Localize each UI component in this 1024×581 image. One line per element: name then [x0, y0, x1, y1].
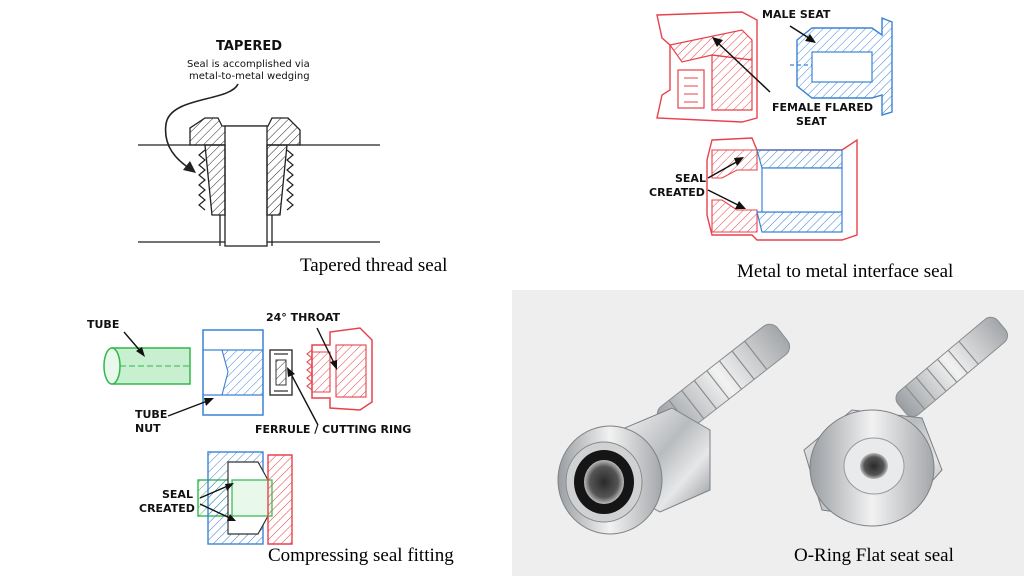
compress-seal-created-label-2: CREATED — [139, 502, 195, 515]
metal-interface-caption: Metal to metal interface seal — [737, 261, 954, 282]
compression-fitting-drawing — [103, 327, 373, 545]
oring-caption: O-Ring Flat seat seal — [794, 545, 954, 566]
throat-label: 24° THROAT — [266, 311, 341, 324]
metal-interface-drawing — [656, 11, 893, 241]
female-flared-seat-label-2: SEAT — [796, 115, 827, 128]
metal-interface-panel: MALE SEAT FEMALE FLARED SEAT SEAL CREATE… — [512, 0, 1024, 290]
oring-fittings-image — [557, 316, 1009, 535]
compression-caption: Compressing seal fitting — [268, 545, 454, 566]
male-seat-label: MALE SEAT — [762, 8, 831, 21]
ferrule-label: FERRULE / CUTTING RING — [255, 423, 412, 436]
tube-label: TUBE — [87, 318, 120, 331]
oring-photo-panel: O-Ring Flat seat seal — [512, 290, 1024, 576]
tapered-thread-drawing — [138, 83, 380, 247]
metal-seal-created-label-2: CREATED — [649, 186, 705, 199]
tapered-note-line-1: Seal is accomplished via — [187, 59, 310, 70]
metal-seal-created-label-1: SEAL — [675, 172, 706, 185]
tube-nut-label-2: NUT — [135, 422, 161, 435]
tapered-thread-panel: TAPERED Seal is accomplished via metal-t… — [0, 0, 512, 290]
tube-nut-label-1: TUBE — [135, 408, 168, 421]
female-fitting-hose-tail — [895, 316, 1009, 417]
female-fitting-bore — [860, 453, 888, 479]
tapered-heading: TAPERED — [216, 39, 283, 54]
compression-fitting-panel: TUBE 24° THROAT TUBE NUT FERRULE / CUTTI… — [0, 290, 512, 576]
tapered-caption: Tapered thread seal — [300, 255, 448, 276]
female-flared-seat-label-1: FEMALE FLARED — [772, 101, 873, 114]
compress-seal-created-label-1: SEAL — [162, 488, 193, 501]
tapered-note-line-2: metal-to-metal wedging — [189, 71, 310, 82]
